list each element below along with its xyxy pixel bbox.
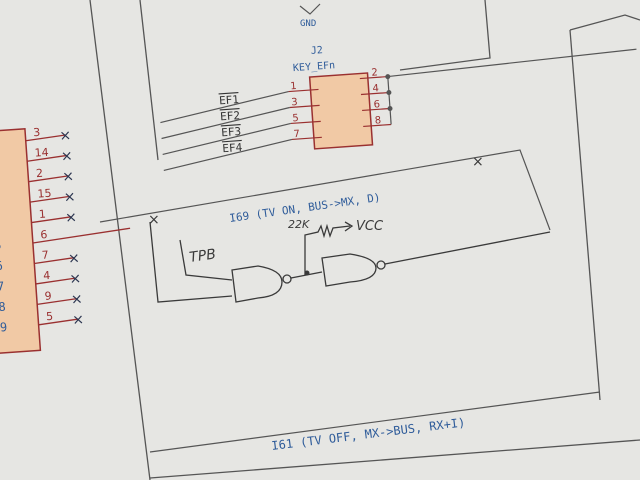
left-pin-line — [28, 175, 69, 183]
j2-pin-6: 6 — [373, 99, 380, 110]
frame-lines — [89, 0, 640, 480]
resistor-value: 22K — [288, 218, 310, 231]
j2-value: KEY_EFn — [293, 60, 336, 74]
left-pin-line — [35, 277, 76, 285]
left-pin-line — [25, 134, 66, 142]
left-pin-number: 1 — [38, 208, 46, 221]
no-connect-icon: × — [62, 169, 75, 186]
no-connect-icon: × — [59, 128, 72, 145]
j2-pin-5: 5 — [292, 113, 299, 124]
j2-ref: J2 — [310, 45, 323, 57]
vcc-label: VCC — [356, 219, 384, 234]
left-pin-number: 2 — [36, 167, 44, 180]
j2-pin-8: 8 — [374, 115, 381, 126]
net-ef1: EF1 — [219, 93, 240, 107]
left-pin-number: 4 — [43, 269, 51, 282]
j2-pin-7: 7 — [293, 129, 300, 140]
left-pin-name: S8 — [0, 300, 6, 315]
left-pin-number: 7 — [41, 248, 49, 261]
net-ef4: EF4 — [222, 141, 243, 155]
no-connect-icon: × — [68, 250, 81, 267]
left-pin-line — [37, 297, 77, 306]
left-pin-line — [29, 195, 70, 203]
no-connect-icon: × — [70, 291, 83, 308]
left-connector[interactable]: 28 03×114×22×315×41×S56S67×S74×S89×S95× — [0, 96, 138, 355]
nand-gate-1 — [231, 265, 283, 303]
left-pin-number: 14 — [34, 146, 49, 160]
tpb-label: TPB — [188, 246, 217, 266]
left-pin-name: S6 — [0, 259, 3, 274]
nand-gate-2 — [321, 253, 377, 287]
no-connect-icon: × — [65, 209, 78, 226]
left-pin-name: S9 — [0, 320, 8, 335]
left-pin-line — [32, 227, 131, 244]
no-connect-icon: × — [60, 148, 73, 165]
left-pin-number: 6 — [40, 228, 48, 241]
no-connect-mark: × — [472, 154, 484, 170]
j2-pin-4: 4 — [372, 83, 379, 94]
no-connect-icon: × — [72, 312, 85, 329]
left-pin-line — [34, 257, 75, 265]
j2-pin-2: 2 — [371, 67, 378, 78]
left-pin-line — [27, 154, 67, 162]
j2-pin-1: 1 — [290, 81, 297, 92]
i61-wire — [149, 391, 601, 453]
gnd-label: GND — [300, 19, 316, 29]
junction-dot — [304, 270, 310, 276]
no-connect-mark: × — [148, 212, 160, 228]
j2-body — [308, 72, 374, 150]
no-connect-icon: × — [63, 189, 76, 206]
net-ef3: EF3 — [221, 125, 242, 139]
left-pin-number: 3 — [33, 126, 41, 139]
gnd-symbol: GND — [299, 3, 321, 29]
j2-pin-3: 3 — [291, 97, 298, 108]
left-pin-line — [31, 216, 72, 224]
left-pin-line — [38, 318, 79, 326]
left-pin-name: S7 — [0, 279, 5, 294]
left-pin-number: 15 — [37, 187, 52, 201]
net-ef2: EF2 — [220, 109, 241, 123]
left-pin-name: S5 — [0, 238, 2, 253]
no-connect-icon: × — [69, 271, 82, 288]
left-pin-number: 5 — [46, 310, 54, 323]
left-pin-number: 9 — [44, 289, 52, 302]
j2-connector[interactable]: J2 KEY_EFn 1 3 5 7 2 4 6 8 EF1 EF2 EF3 E… — [156, 23, 640, 172]
left-connector-body — [0, 128, 42, 355]
